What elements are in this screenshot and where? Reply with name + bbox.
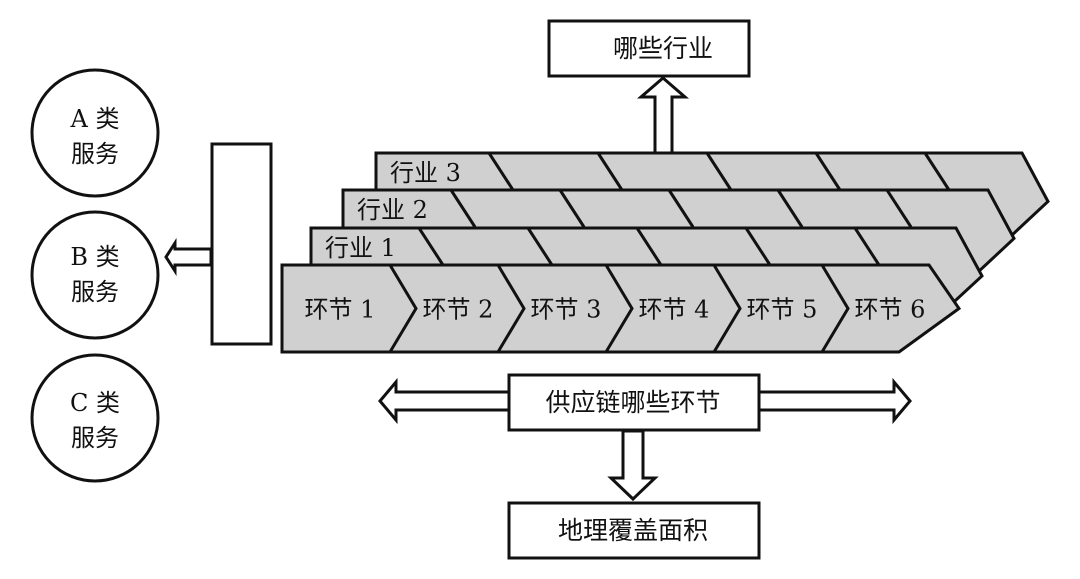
service-b-line2: 服务: [71, 278, 119, 306]
geographic-coverage-label: 地理覆盖面积: [558, 516, 708, 545]
service-b-line1: B 类: [70, 243, 119, 271]
service-a-line1: A 类: [70, 105, 120, 133]
industry-divider: [667, 189, 695, 228]
stage-chevron-divider: [496, 264, 526, 353]
service-c-node: C 类 服务: [30, 353, 160, 483]
supply-chain-stages-label: 供应链哪些环节: [545, 388, 720, 417]
which-industries-label: 哪些行业: [613, 34, 713, 63]
stage-chevron-divider: [604, 264, 634, 353]
stage-label-3: 环节 3: [531, 296, 602, 324]
industry-divider: [705, 152, 733, 191]
arrow-down-to-geography-icon: [607, 429, 659, 502]
arrow-left-to-service-b-icon: [164, 237, 213, 277]
service-a-line2: 服务: [71, 140, 119, 168]
stage-chevron-divider: [712, 264, 742, 353]
stage-label-4: 环节 4: [639, 296, 710, 324]
stage-label-1: 环节 1: [305, 296, 376, 324]
stage-chevron-divider: [388, 264, 418, 353]
service-b-node: B 类 服务: [30, 210, 160, 340]
industry-divider: [417, 227, 445, 266]
service-c-line2: 服务: [71, 424, 119, 452]
industry-layers: 行业 3 行业 2 行业 1 环节 1 环节 2 环节 3 环节 4 环节 5 环节 6: [280, 151, 1050, 354]
industry-divider: [449, 189, 477, 228]
industry-divider: [487, 152, 515, 191]
arrow-right-supply-chain-icon: [756, 377, 912, 425]
stage-label-2: 环节 2: [423, 296, 494, 324]
industry-label-2: 行业 2: [357, 196, 428, 224]
industry-divider: [853, 227, 881, 266]
stage-label-5: 环节 5: [747, 296, 818, 324]
industry-divider: [776, 189, 804, 228]
industry-divider: [885, 189, 913, 228]
industry-divider: [744, 227, 772, 266]
service-a-circle: [30, 68, 160, 198]
industry-divider: [635, 227, 663, 266]
geographic-coverage-box: [507, 501, 761, 560]
service-c-line1: C 类: [70, 389, 120, 417]
arrow-left-supply-chain-icon: [378, 377, 511, 425]
service-a-node: A 类 服务: [30, 68, 160, 198]
arrow-up-to-industries-icon: [636, 76, 690, 155]
industry-divider: [558, 189, 586, 228]
stage-layer: [280, 263, 962, 354]
industry-divider: [596, 152, 624, 191]
industry-divider: [923, 152, 951, 191]
stage-label-6: 环节 6: [855, 296, 926, 324]
supply-chain-stages-box: [507, 373, 761, 432]
service-c-circle: [30, 353, 160, 483]
stage-chevron-divider: [820, 264, 850, 353]
industry-divider: [526, 227, 554, 266]
industry-label-3: 行业 3: [390, 159, 461, 187]
which-industries-box: [547, 19, 751, 78]
industry-divider: [814, 152, 842, 191]
industry-label-1: 行业 1: [325, 234, 396, 262]
service-b-circle: [30, 210, 160, 340]
vertical-connector-box: [210, 142, 273, 346]
